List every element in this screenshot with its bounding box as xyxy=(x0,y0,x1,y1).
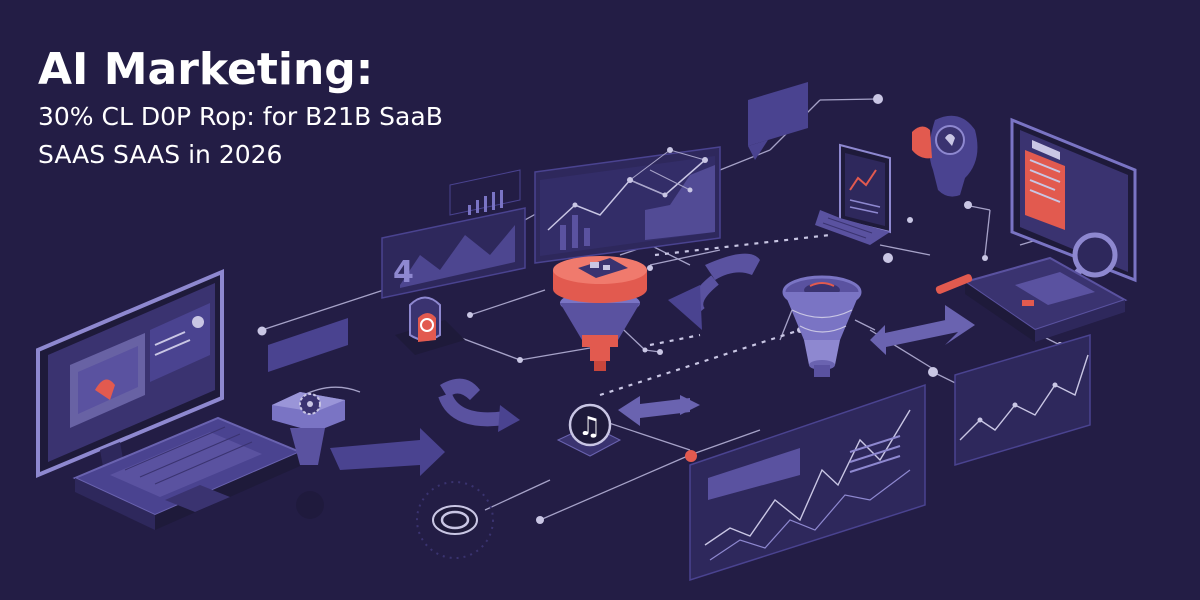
arrow-icon-lower-left xyxy=(330,428,445,476)
lightbulb-icon-badge xyxy=(395,296,465,355)
accent-dot xyxy=(685,450,697,462)
line-chart-panel-top xyxy=(534,146,721,264)
curved-arrow-center xyxy=(668,253,760,330)
funnel-icon-center xyxy=(553,256,647,371)
pen-icon xyxy=(935,274,973,294)
headline-line-1: 30% CL D0P Rop: for B21B SaaB xyxy=(38,102,443,131)
line-chart-panel-bottom xyxy=(689,383,926,582)
double-arrow-icon xyxy=(870,305,975,355)
svg-text:♫: ♫ xyxy=(578,412,601,442)
bar-chart-panel-upper xyxy=(449,169,521,216)
curved-arrow-lower xyxy=(438,378,520,432)
shadow-dot xyxy=(296,491,324,519)
headline-line-2: SAAS SAAS in 2026 xyxy=(38,140,282,169)
lightbulb-head-icon xyxy=(912,115,978,197)
music-note-icon: ♫ xyxy=(556,403,622,457)
dashed-lines xyxy=(599,233,831,397)
funnel-gear-icon xyxy=(272,392,345,465)
panel-mid-left xyxy=(268,318,348,372)
headline-title: AI Marketing: xyxy=(38,44,373,95)
area-chart-panel-left: 4 xyxy=(381,207,526,299)
monitor-icon-left xyxy=(36,268,224,479)
panel-numeral: 4 xyxy=(393,255,414,290)
speech-bubble-slab xyxy=(748,82,808,160)
arrow-icon-center-lower xyxy=(618,395,700,426)
laptop-icon-left xyxy=(72,416,303,530)
laptop-icon-right xyxy=(962,256,1128,342)
target-icon xyxy=(416,481,494,559)
tablet-chart xyxy=(815,143,891,245)
funnel-icon-right xyxy=(782,275,862,377)
line-chart-panel-bottom-right xyxy=(954,333,1091,467)
